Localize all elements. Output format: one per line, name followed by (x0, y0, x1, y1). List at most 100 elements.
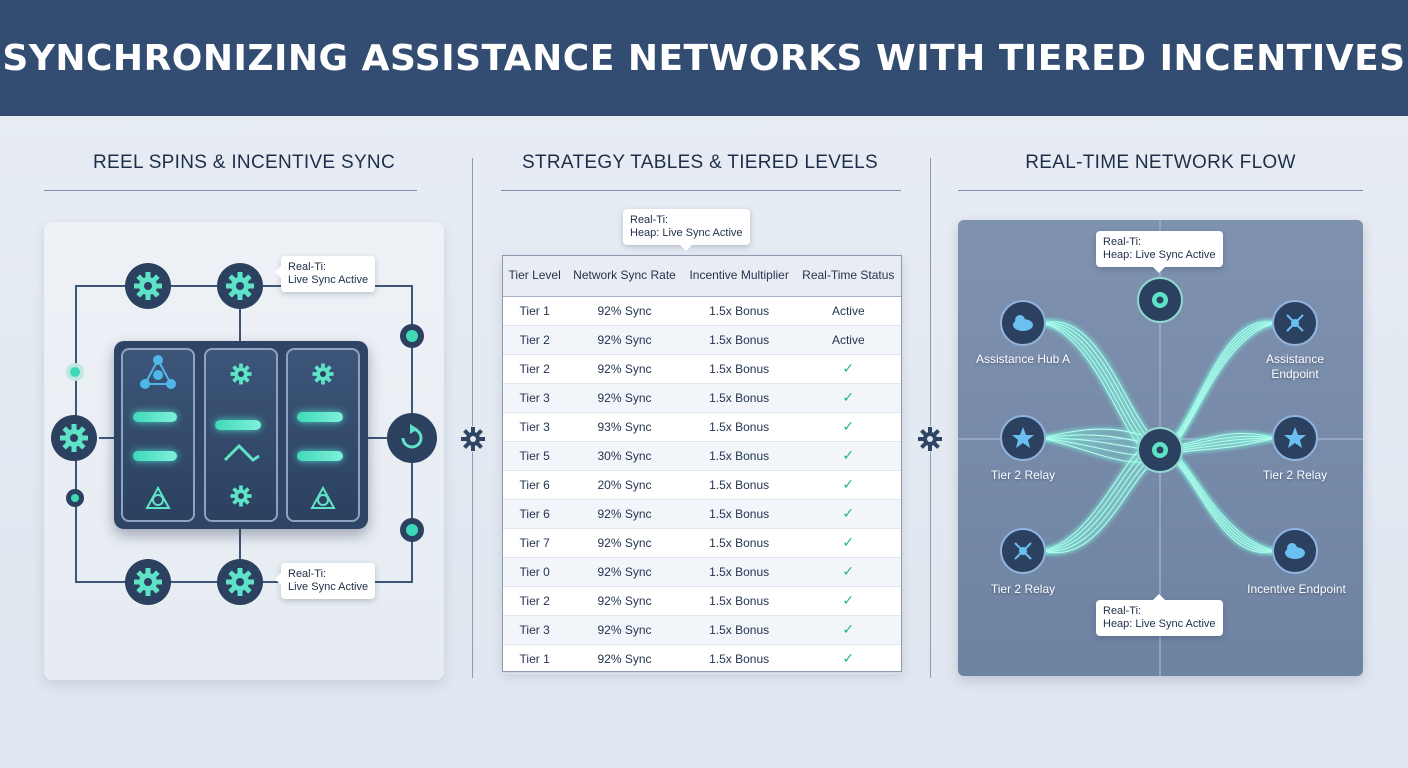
table-cell: 1.5x Bonus (682, 528, 796, 558)
gear-icon (1137, 427, 1183, 473)
table-cell: Tier 0 (503, 557, 567, 587)
gear-icon (1137, 277, 1183, 323)
gear-icon (230, 485, 252, 507)
node-label-hub-a: Assistance Hub A (975, 352, 1071, 366)
gear-icon (917, 426, 943, 452)
node-label-endpoint: Assistance Endpoint (1265, 352, 1325, 381)
table-cell: Tier 5 (503, 441, 567, 471)
table-cell: Tier 1 (503, 296, 567, 326)
status-cell: ✓ (795, 412, 901, 442)
node-label-incentive-endpoint: Incentive Endpoint (1247, 582, 1346, 596)
callout-line1: Real-Ti: (288, 568, 327, 580)
node-label-relay: Tier 2 Relay (990, 582, 1056, 596)
callout-line2: Heap: Live Sync Active (1103, 249, 1216, 261)
table-cell: 30% Sync (566, 441, 683, 471)
table-cell: 92% Sync (566, 528, 683, 558)
node-label-relay: Tier 2 Relay (1262, 468, 1328, 482)
status-cell: ✓ (795, 354, 901, 384)
table-cell: 92% Sync (566, 499, 683, 529)
separator-left (472, 158, 473, 678)
gear-icon (230, 363, 252, 385)
status-cell: ✓ (795, 470, 901, 500)
table-cell: 1.5x Bonus (682, 325, 796, 355)
table-cell: Tier 6 (503, 470, 567, 500)
refresh-icon (387, 413, 437, 463)
table-cell: 92% Sync (566, 615, 683, 645)
table-cell: 1.5x Bonus (682, 441, 796, 471)
sync-callout: Real-Ti: Heap: Live Sync Active (623, 209, 750, 251)
table-cell: Tier 3 (503, 615, 567, 645)
table-cell: 1.5x Bonus (682, 412, 796, 442)
status-cell: ✓ (795, 499, 901, 529)
star-icon (1000, 415, 1046, 461)
table-cell: 92% Sync (566, 325, 683, 355)
status-cell: ✓ (795, 586, 901, 616)
reel-bar (133, 451, 177, 461)
reel-bar (133, 412, 177, 422)
strategy-table: Tier Level Network Sync Rate Incentive M… (502, 255, 902, 674)
status-cell: ✓ (795, 383, 901, 413)
table-cell: 92% Sync (566, 383, 683, 413)
callout-line2: Live Sync Active (288, 581, 369, 593)
reel-bar (215, 420, 261, 430)
status-cell: ✓ (795, 441, 901, 471)
network-flow-diagram (958, 220, 1363, 676)
right-column-title: REAL-TIME NETWORK FLOW (1025, 152, 1296, 173)
table-header: Network Sync Rate (566, 256, 683, 297)
callout-line1: Real-Ti: (288, 261, 327, 273)
middle-column-title: STRATEGY TABLES & TIERED LEVELS (521, 152, 878, 173)
right-title-rule (958, 190, 1363, 191)
network-icon (1272, 300, 1318, 346)
table-header: Real-Time Status (795, 256, 901, 297)
status-cell: ✓ (795, 644, 901, 674)
callout-line1: Real-Ti: (630, 214, 669, 226)
callout-line2: Live Sync Active (288, 274, 369, 286)
table-cell: 1.5x Bonus (682, 499, 796, 529)
table-cell: 92% Sync (566, 354, 683, 384)
separator-right (930, 158, 931, 678)
table-cell: 93% Sync (566, 412, 683, 442)
callout-line1: Real-Ti: (1103, 236, 1142, 248)
table-cell: Tier 3 (503, 383, 567, 413)
network-icon (310, 485, 336, 509)
cloud-icon (1000, 300, 1046, 346)
sync-callout: Real-Ti: Live Sync Active (274, 256, 376, 292)
callout-line1: Real-Ti: (1103, 605, 1142, 617)
table-cell: 92% Sync (566, 296, 683, 326)
status-cell: ✓ (795, 615, 901, 645)
reel-bar (297, 451, 343, 461)
table-cell: 92% Sync (566, 557, 683, 587)
pencil-icon (223, 443, 260, 462)
table-cell: 1.5x Bonus (682, 470, 796, 500)
page-title: SYNCHRONIZING ASSISTANCE NETWORKS WITH T… (2, 37, 1406, 79)
reel-bar (297, 412, 343, 422)
middle-title-rule (501, 190, 901, 191)
node-label-relay: Tier 2 Relay (990, 468, 1056, 482)
status-cell: ✓ (795, 528, 901, 558)
table-cell: 20% Sync (566, 470, 683, 500)
table-cell: 92% Sync (566, 644, 683, 674)
table-cell: Tier 2 (503, 586, 567, 616)
table-cell: 1.5x Bonus (682, 557, 796, 587)
star-icon (1272, 415, 1318, 461)
left-title-rule (44, 190, 417, 191)
gear-icon (312, 363, 334, 385)
table-cell: Tier 6 (503, 499, 567, 529)
status-cell: Active (795, 296, 901, 326)
table-cell: Tier 7 (503, 528, 567, 558)
network-icon (140, 355, 176, 389)
sync-callout: Real-Ti: Heap: Live Sync Active (1096, 231, 1223, 273)
table-header-row: Tier Level Network Sync Rate Incentive M… (503, 256, 901, 297)
status-cell: ✓ (795, 557, 901, 587)
